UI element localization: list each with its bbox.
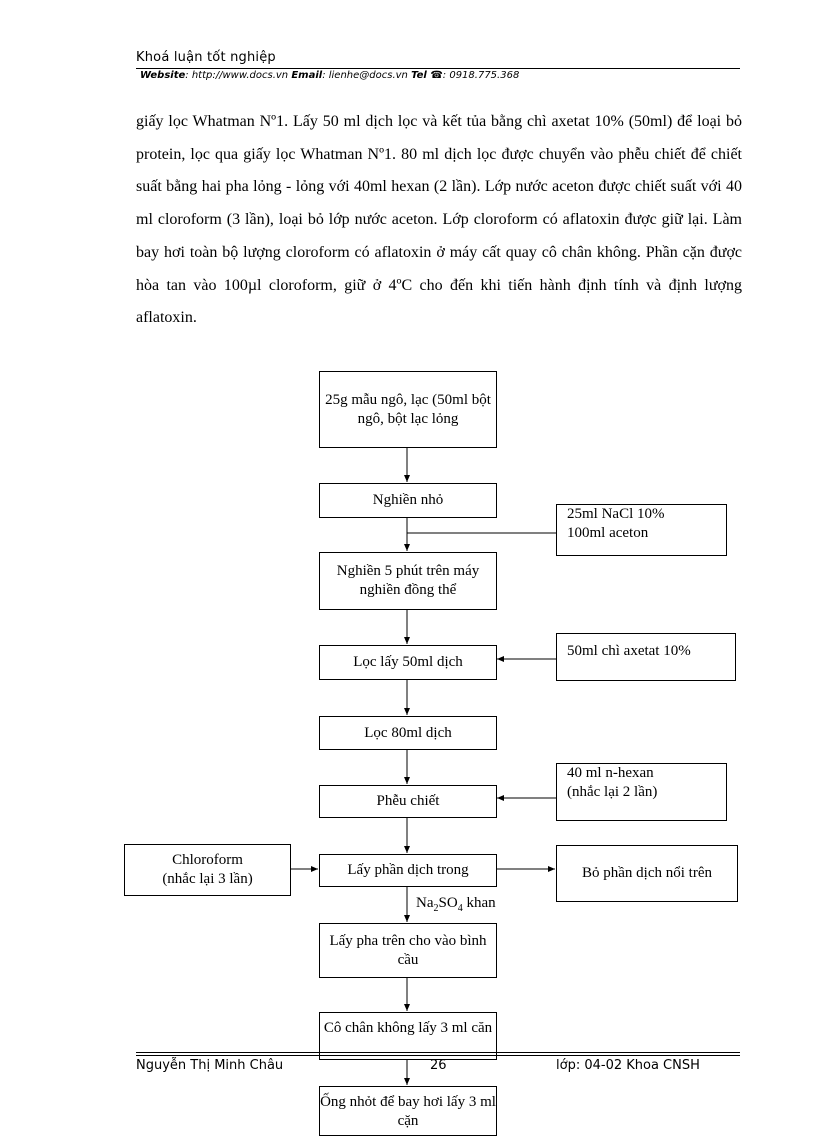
side-lead-acetate: 50ml chì axetat 10% bbox=[556, 633, 736, 681]
label-sub2: 2 bbox=[433, 903, 439, 914]
header-divider bbox=[136, 68, 740, 69]
side1-line2: 100ml aceton bbox=[567, 525, 649, 541]
step-evaporate: Ống nhỏt để bay hơi lấy 3 ml cặn bbox=[319, 1086, 497, 1136]
side1-line1: 25ml NaCl 10% bbox=[567, 506, 665, 522]
step-clear-liquid: Lấy phần dịch trong bbox=[319, 854, 497, 887]
website-value: : http://www.docs.vn bbox=[185, 70, 289, 81]
tel-value: : 0918.775.368 bbox=[442, 70, 520, 81]
out-discard-top: Bỏ phần dịch nổi trên bbox=[556, 845, 738, 902]
label-so: SO bbox=[438, 895, 458, 911]
label-na2so4: Na2SO4 khan bbox=[416, 895, 496, 914]
label-na: Na bbox=[416, 895, 434, 911]
step-upper-phase: Lấy pha trên cho vào bình cầu bbox=[319, 923, 497, 978]
label-sub4: 4 bbox=[457, 903, 463, 914]
footer-divider bbox=[136, 1052, 740, 1053]
email-value: : lienhe@docs.vn bbox=[322, 70, 408, 81]
left-line2: (nhắc lại 3 lần) bbox=[162, 871, 253, 887]
step-homogenize: Nghiền 5 phút trên máy nghiền đồng thể bbox=[319, 552, 497, 610]
page-number: 26 bbox=[430, 1058, 447, 1073]
website-label: Website bbox=[140, 70, 186, 81]
footer-class: lớp: 04-02 Khoa CNSH bbox=[556, 1058, 700, 1073]
step-sample: 25g mẫu ngô, lạc (50ml bột ngô, bột lạc … bbox=[319, 371, 497, 448]
side-nacl-aceton: 25ml NaCl 10% 100ml aceton bbox=[556, 504, 727, 556]
side-chloroform: Chloroform (nhắc lại 3 lần) bbox=[124, 844, 291, 896]
header-contact: Website: http://www.docs.vn Email: lienh… bbox=[140, 70, 519, 81]
header-title: Khoá luận tốt nghiệp bbox=[136, 50, 276, 65]
footer-divider-2 bbox=[136, 1055, 740, 1056]
side-hexan: 40 ml n-hexan (nhắc lại 2 lần) bbox=[556, 763, 727, 821]
email-label: Email bbox=[291, 70, 323, 81]
tel-label: Tel ☎ bbox=[411, 70, 443, 81]
body-paragraph: giấy lọc Whatman Nº1. Lấy 50 ml dịch lọc… bbox=[136, 113, 742, 327]
label-khan: khan bbox=[462, 895, 496, 911]
step-filter-50: Lọc lấy 50ml dịch bbox=[319, 645, 497, 680]
step-funnel: Phễu chiết bbox=[319, 785, 497, 818]
footer-author: Nguyễn Thị Minh Châu bbox=[136, 1058, 284, 1073]
side3-line2: (nhắc lại 2 lần) bbox=[567, 784, 658, 800]
step-grind: Nghiền nhỏ bbox=[319, 483, 497, 518]
step-filter-80: Lọc 80ml dịch bbox=[319, 716, 497, 750]
side3-line1: 40 ml n-hexan bbox=[567, 765, 654, 781]
left-line1: Chloroform bbox=[172, 852, 243, 868]
